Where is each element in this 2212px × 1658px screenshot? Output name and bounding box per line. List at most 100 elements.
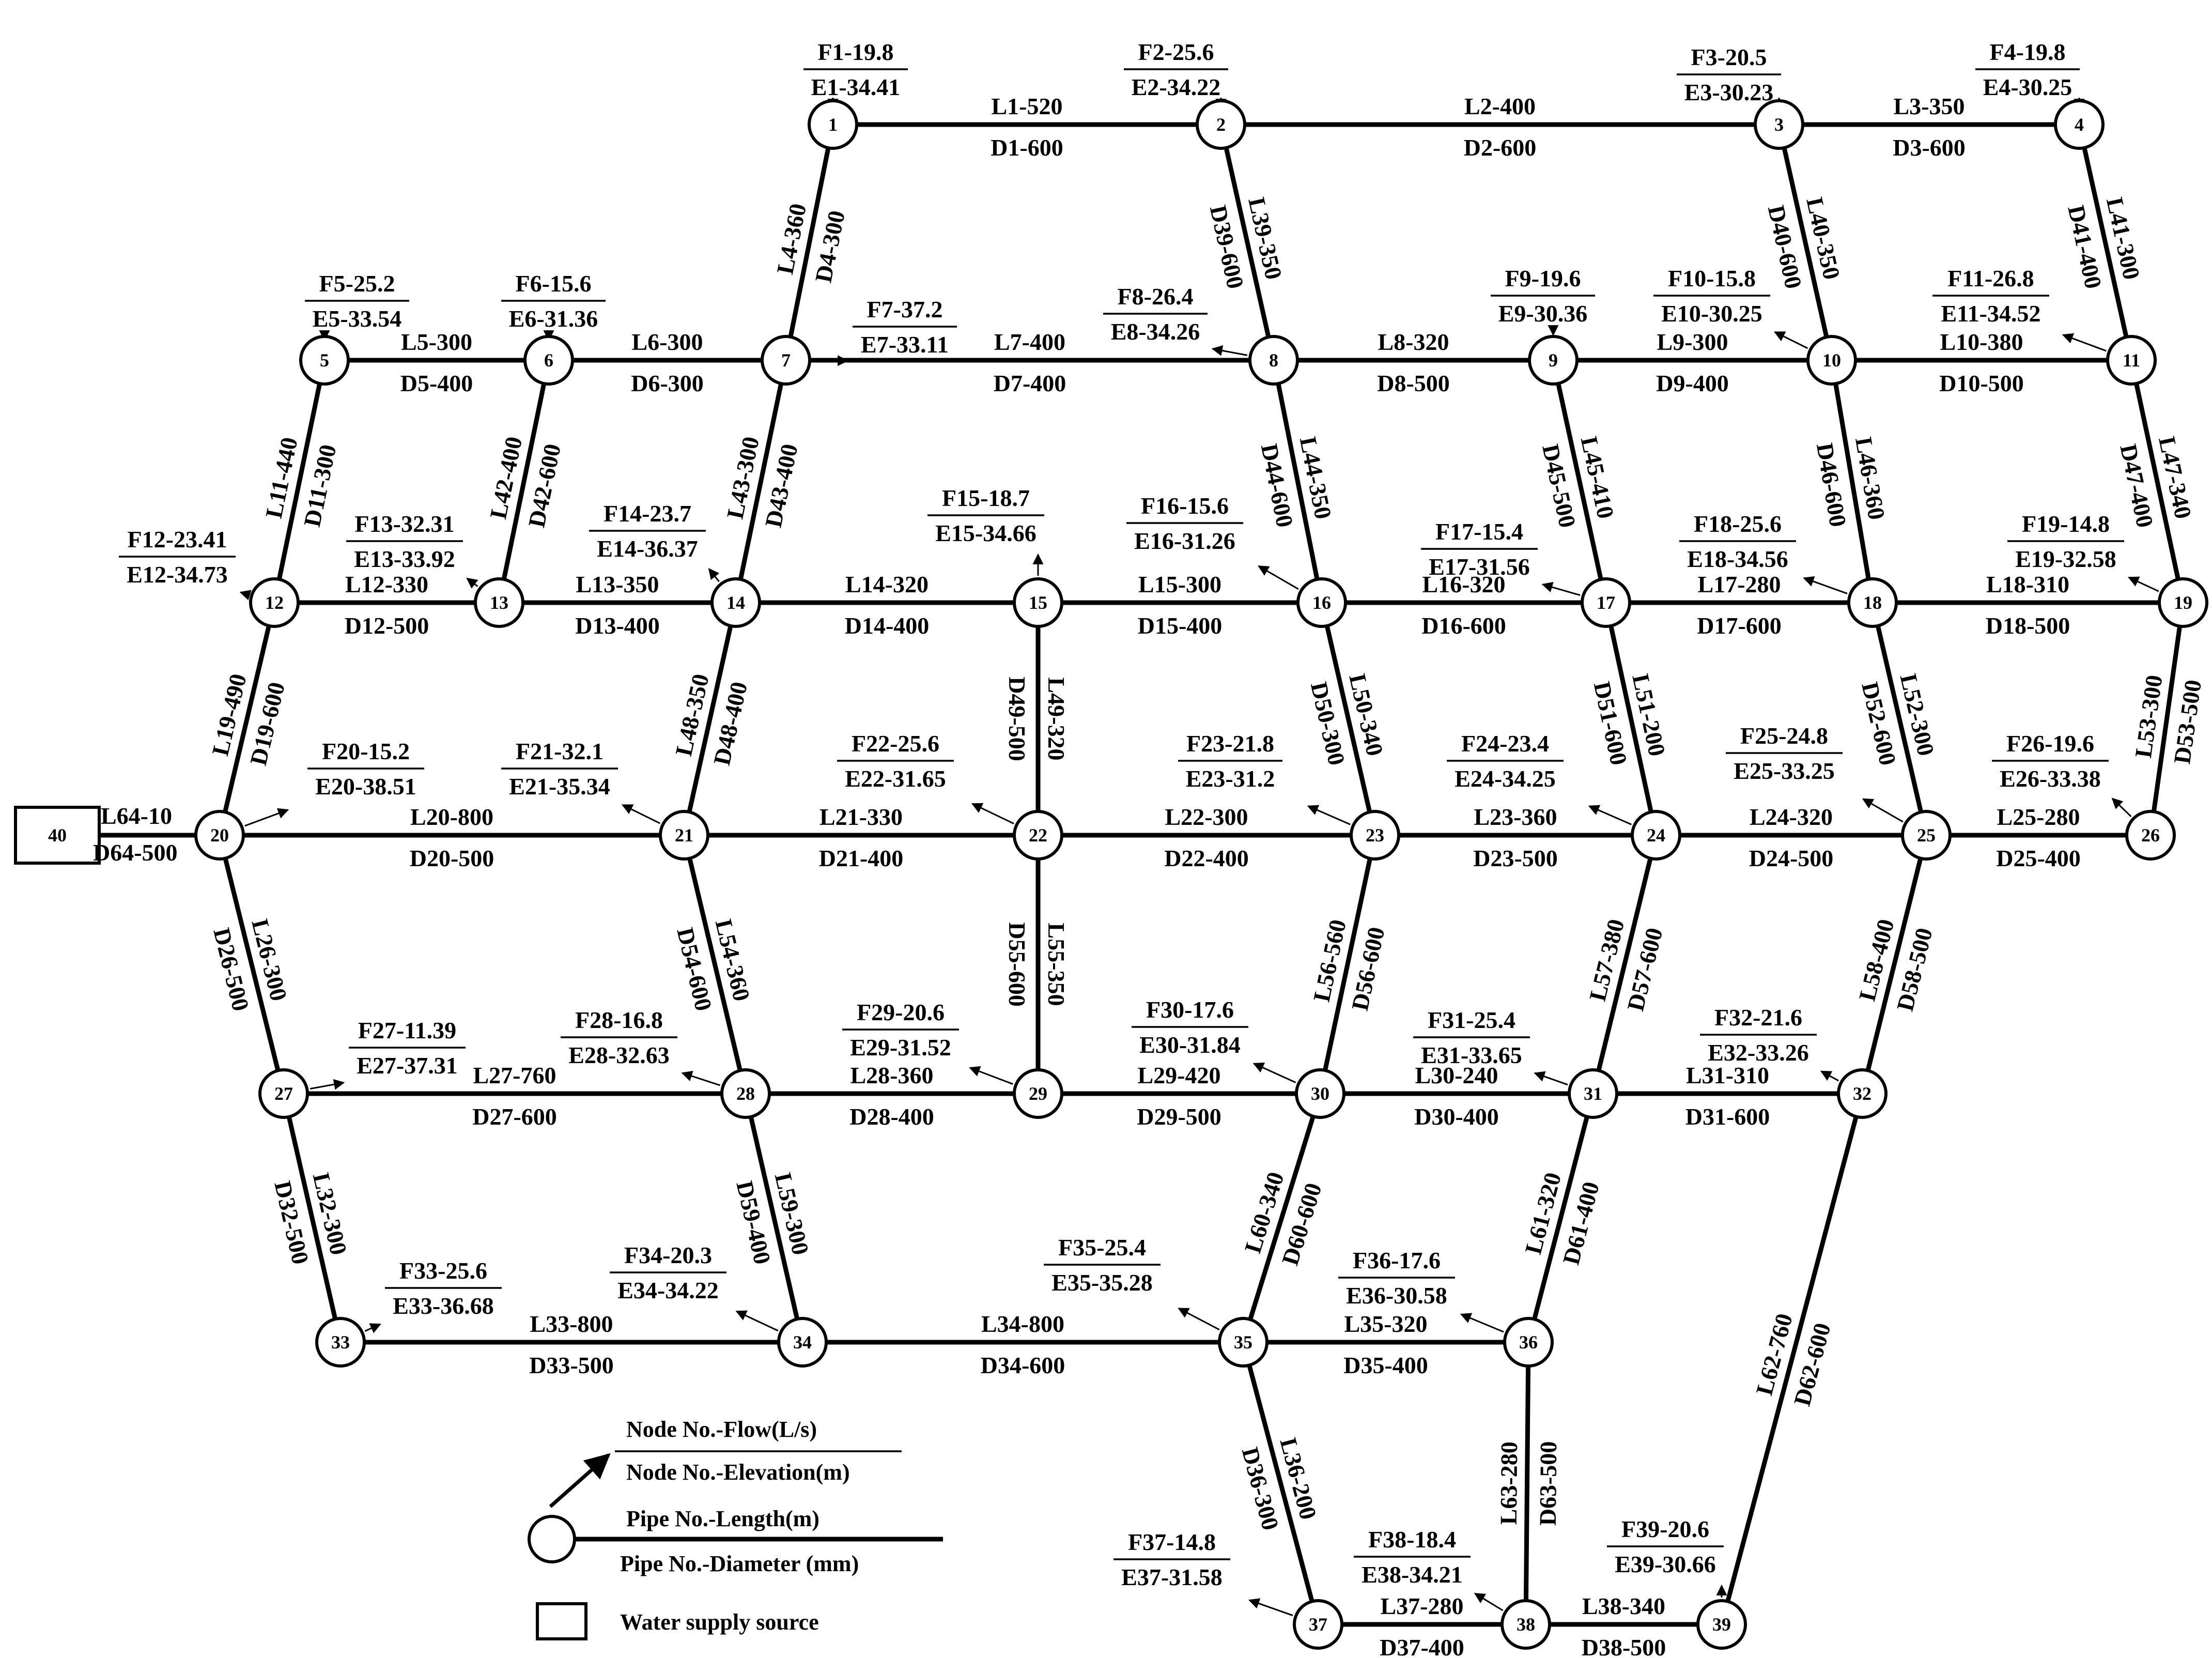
node-35-circle bbox=[1218, 1317, 1269, 1368]
node-24-elevation-label: E24-34.25 bbox=[1455, 765, 1556, 792]
pipe-36 bbox=[1241, 1341, 1321, 1625]
node-20-flow-label: F20-15.2 bbox=[322, 738, 410, 764]
pipe-56 bbox=[1318, 835, 1378, 1094]
node-27-flow-label: F27-11.39 bbox=[358, 1017, 456, 1043]
node-3: 3 bbox=[1754, 99, 1804, 150]
pipe-8-length-label: L8-320 bbox=[1378, 329, 1449, 355]
node-5-id: 5 bbox=[320, 350, 329, 371]
node-13-id: 13 bbox=[490, 592, 508, 613]
node-22-flow-label: F22-25.6 bbox=[852, 730, 939, 757]
node-35-id: 35 bbox=[1234, 1332, 1252, 1353]
node-23-circle bbox=[1350, 810, 1400, 861]
node-8-circle bbox=[1248, 335, 1299, 386]
node-23-elevation-label: E23-31.2 bbox=[1186, 765, 1275, 792]
node-11-id: 11 bbox=[2123, 350, 2140, 371]
legend-diameter-text: Pipe No.-Diameter (mm) bbox=[620, 1551, 859, 1576]
pipe-53 bbox=[2148, 602, 2186, 836]
pipe-39 bbox=[1218, 124, 1276, 361]
node-6: 6 bbox=[523, 335, 574, 386]
legend-source-text: Water supply source bbox=[620, 1609, 819, 1635]
node-36-flow-label: F36-17.6 bbox=[1353, 1247, 1441, 1273]
pipe-60-diameter-label: D60-600 bbox=[1277, 1180, 1327, 1268]
node-21: 21 bbox=[659, 810, 709, 861]
node-10: 10 bbox=[1806, 335, 1857, 386]
node-18-elevation-label: E18-34.56 bbox=[1687, 546, 1788, 572]
node-23-arrow-icon bbox=[1307, 805, 1351, 825]
pipe-51-length-label: L51-200 bbox=[1627, 671, 1670, 758]
node-33-arrow-icon bbox=[364, 1323, 381, 1333]
node-36-arrow-icon bbox=[1460, 1313, 1504, 1333]
pipe-22-length-label: L22-300 bbox=[1165, 804, 1248, 830]
pipe-28-length-label: L28-360 bbox=[850, 1062, 934, 1088]
node-12-flow-label: F12-23.41 bbox=[128, 526, 227, 552]
pipe-9-diameter-label: D9-400 bbox=[1656, 370, 1729, 396]
pipe-34-length-label: L34-800 bbox=[981, 1311, 1064, 1337]
node-4-id: 4 bbox=[2075, 114, 2084, 135]
pipe-23-diameter-label: D23-500 bbox=[1473, 845, 1558, 871]
pipe-25-diameter-label: D25-400 bbox=[1996, 845, 2081, 871]
pipe-2-length-label: L2-400 bbox=[1464, 93, 1536, 119]
pipe-35-diameter-label: D35-400 bbox=[1343, 1352, 1428, 1378]
pipe-1-length-label: L1-520 bbox=[992, 93, 1063, 119]
pipe-32 bbox=[281, 1093, 343, 1343]
node-37-circle bbox=[1293, 1599, 1343, 1650]
node-15-elevation-label: E15-34.66 bbox=[935, 520, 1037, 546]
node-25: 25 bbox=[1901, 810, 1952, 861]
pipe-38-length-label: L38-340 bbox=[1582, 1593, 1665, 1619]
pipe-63-length-label: L63-280 bbox=[1495, 1441, 1522, 1525]
source-node-id: 40 bbox=[48, 825, 67, 846]
node-19-circle bbox=[2158, 577, 2208, 628]
pipe-54 bbox=[682, 834, 748, 1095]
node-28-arrow-icon bbox=[681, 1070, 721, 1086]
node-25-flow-label: F25-24.8 bbox=[1740, 723, 1828, 749]
node-2-flow-label: F2-25.6 bbox=[1138, 39, 1214, 65]
pipe-19-length-label: L19-490 bbox=[207, 671, 252, 758]
node-9-label: F9-19.6E9-30.36 bbox=[1491, 265, 1595, 336]
node-12: 12 bbox=[249, 577, 300, 628]
node-1-label: F1-19.8E1-34.41 bbox=[803, 39, 908, 110]
node-4-circle bbox=[2054, 99, 2105, 150]
node-21-id: 21 bbox=[675, 825, 693, 846]
pipe-64-diameter-label: D64-500 bbox=[93, 839, 178, 866]
node-7-elevation-label: E7-33.11 bbox=[861, 331, 949, 358]
node-37-arrow-icon bbox=[1248, 1598, 1293, 1617]
node-13-flow-label: F13-32.31 bbox=[355, 511, 455, 537]
node-5-label: F5-25.2E5-33.54 bbox=[305, 270, 409, 342]
node-3-elevation-label: E3-30.23 bbox=[1684, 79, 1774, 105]
node-24-id: 24 bbox=[1647, 825, 1665, 846]
pipe-16-length-label: L16-320 bbox=[1422, 571, 1506, 597]
node-20-id: 20 bbox=[210, 825, 229, 846]
pipe-46 bbox=[1829, 360, 1875, 603]
node-21-flow-label: F21-32.1 bbox=[516, 738, 604, 764]
pipe-30-length-label: L30-240 bbox=[1415, 1062, 1498, 1088]
node-27-circle bbox=[258, 1068, 309, 1119]
node-31-id: 31 bbox=[1584, 1083, 1602, 1104]
pipe-labels-layer: L1-520D1-600L2-400D2-600L3-350D3-600L4-3… bbox=[207, 93, 2206, 1658]
node-21-arrow-icon bbox=[622, 804, 661, 824]
node-16: 16 bbox=[1296, 577, 1347, 628]
pipe-28-diameter-label: D28-400 bbox=[849, 1103, 934, 1130]
pipe-48-length-label: L48-350 bbox=[670, 671, 714, 758]
legend-elevation-text: Node No.-Elevation(m) bbox=[626, 1460, 850, 1485]
pipe-15-length-label: L15-300 bbox=[1138, 571, 1221, 597]
node-38-id: 38 bbox=[1517, 1614, 1535, 1635]
node-30-circle bbox=[1295, 1068, 1345, 1119]
node-32-arrow-icon bbox=[1820, 1070, 1839, 1082]
node-7-label: F7-37.2E7-33.11 bbox=[812, 296, 957, 366]
pipe-1-diameter-label: D1-600 bbox=[991, 134, 1063, 161]
node-29-elevation-label: E29-31.52 bbox=[850, 1034, 951, 1061]
node-24-flow-label: F24-23.4 bbox=[1461, 730, 1549, 757]
node-4-flow-label: F4-19.8 bbox=[1990, 39, 2066, 65]
node-19-elevation-label: E19-32.58 bbox=[2015, 546, 2116, 572]
node-24: 24 bbox=[1631, 810, 1681, 861]
